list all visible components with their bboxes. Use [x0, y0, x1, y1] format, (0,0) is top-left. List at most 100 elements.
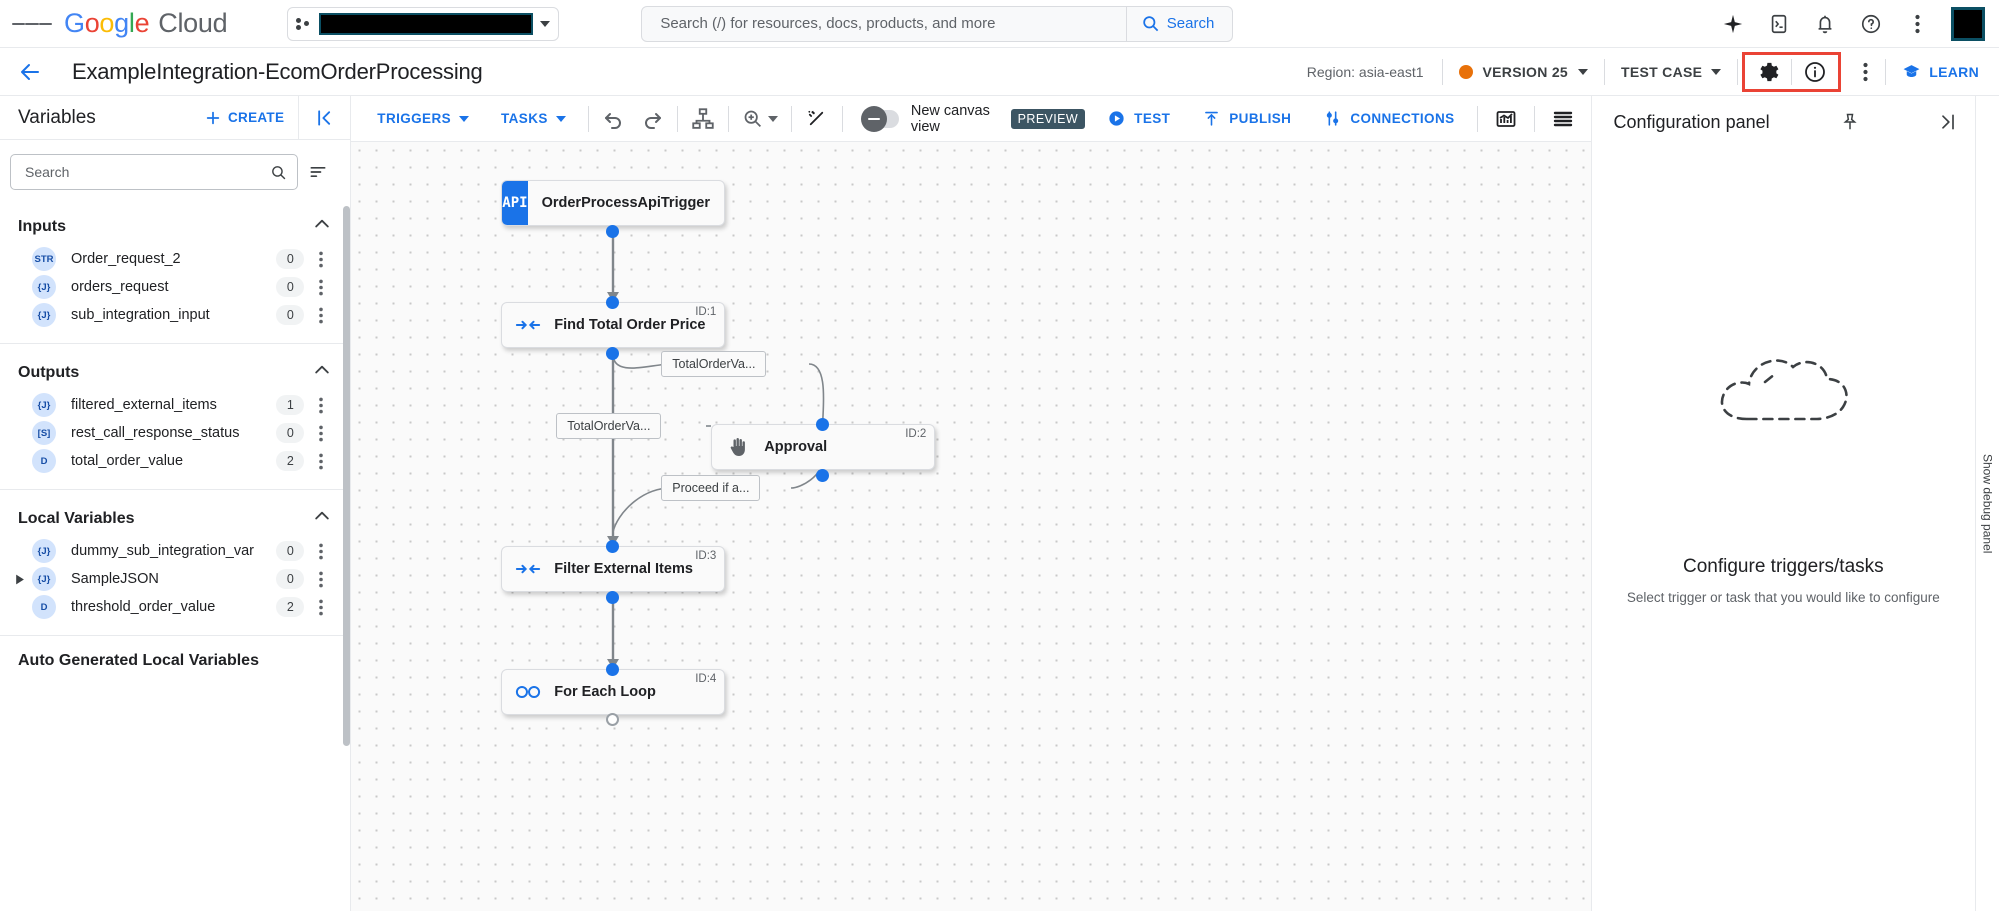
variable-more-kebab-icon[interactable] — [310, 453, 332, 470]
canvas-node-filter-external-items[interactable]: Filter External Items ID:3 — [501, 546, 726, 592]
search-button[interactable]: Search — [1125, 6, 1233, 41]
publish-label: PUBLISH — [1229, 111, 1292, 126]
gear-icon[interactable] — [1745, 52, 1791, 92]
redo-icon[interactable] — [633, 97, 671, 141]
configuration-panel-title: Configuration panel — [1613, 111, 1770, 132]
node-port[interactable] — [606, 347, 620, 360]
variable-more-kebab-icon[interactable] — [310, 425, 332, 442]
project-selector[interactable] — [287, 6, 560, 41]
variables-group-header[interactable]: Auto Generated Local Variables — [0, 646, 350, 676]
divider — [1533, 105, 1535, 132]
back-arrow-icon[interactable] — [10, 52, 50, 92]
tasks-label: TASKS — [501, 111, 548, 126]
help-question-icon[interactable] — [1851, 4, 1891, 44]
more-kebab-icon[interactable] — [1897, 4, 1937, 44]
node-port[interactable] — [606, 225, 620, 238]
publish-button[interactable]: PUBLISH — [1186, 109, 1307, 128]
variable-name: sub_integration_input — [71, 307, 210, 323]
node-port[interactable] — [606, 591, 620, 604]
analytics-chart-icon[interactable] — [1484, 97, 1528, 141]
edge-label[interactable]: TotalOrderVa... — [556, 413, 662, 439]
version-selector[interactable]: VERSION 25 — [1443, 64, 1604, 80]
pin-icon[interactable] — [1830, 102, 1870, 142]
variable-more-kebab-icon[interactable] — [310, 307, 332, 324]
edge-label[interactable]: Proceed if a... — [661, 475, 761, 501]
mapping-arrows-icon — [502, 559, 554, 579]
variables-group-header[interactable]: Inputs — [0, 208, 350, 245]
variable-more-kebab-icon[interactable] — [310, 279, 332, 296]
chevron-up-icon[interactable] — [312, 214, 332, 239]
chevron-up-icon[interactable] — [312, 506, 332, 531]
node-port[interactable] — [816, 469, 830, 482]
variable-type-chip: D — [32, 449, 56, 473]
magic-wand-icon[interactable] — [798, 97, 836, 141]
cloud-wordmark: Cloud — [158, 8, 228, 38]
learn-button[interactable]: LEARN — [1886, 62, 1999, 81]
undo-icon[interactable] — [595, 97, 633, 141]
search-input[interactable]: Search (/) for resources, docs, products… — [660, 15, 996, 32]
header-more-kebab-icon[interactable] — [1845, 52, 1885, 92]
canvas-node-for-each-loop[interactable]: For Each Loop ID:4 — [501, 669, 726, 715]
expand-triangle-icon[interactable] — [10, 574, 28, 585]
node-port[interactable] — [606, 713, 620, 726]
new-canvas-view-toggle[interactable] — [860, 105, 899, 132]
integration-canvas[interactable]: API OrderProcessApiTrigger Find Total Or… — [351, 142, 1591, 911]
configuration-panel-header: Configuration panel — [1592, 96, 1976, 148]
variables-group-header[interactable]: Outputs — [0, 354, 350, 391]
search-icon — [272, 165, 286, 179]
show-debug-panel-rail[interactable]: Show debug panel — [1975, 96, 1999, 911]
notifications-bell-icon[interactable] — [1805, 4, 1845, 44]
google-wordmark: Google — [64, 8, 150, 38]
hamburger-menu-icon[interactable] — [12, 4, 52, 44]
connections-button[interactable]: CONNECTIONS — [1307, 109, 1470, 128]
variable-type-chip: [S] — [32, 421, 56, 445]
variables-search-row: Search — [0, 140, 350, 202]
variable-more-kebab-icon[interactable] — [310, 251, 332, 268]
global-search-bar[interactable]: Search (/) for resources, docs, products… — [641, 5, 1234, 42]
variable-more-kebab-icon[interactable] — [310, 543, 332, 560]
sort-filter-icon[interactable] — [304, 162, 332, 182]
create-variable-button[interactable]: CREATE — [205, 110, 284, 126]
canvas-node-approval[interactable]: Approval ID:2 — [711, 424, 936, 470]
divider — [791, 105, 792, 132]
cloud-shell-icon[interactable] — [1759, 4, 1799, 44]
tasks-menu[interactable]: TASKS — [485, 111, 582, 126]
variable-more-kebab-icon[interactable] — [310, 397, 332, 414]
variable-name: dummy_sub_integration_var — [71, 543, 254, 559]
expand-panel-icon[interactable] — [1931, 102, 1965, 142]
chevron-up-icon[interactable] — [312, 360, 332, 385]
avatar[interactable] — [1951, 6, 1985, 41]
logs-list-icon[interactable] — [1541, 97, 1585, 141]
variable-type-chip: STR — [32, 247, 56, 271]
variable-more-kebab-icon[interactable] — [310, 571, 332, 588]
edge-label[interactable]: TotalOrderVa... — [661, 351, 767, 377]
triggers-menu[interactable]: TRIGGERS — [361, 111, 485, 126]
test-case-selector[interactable]: TEST CASE — [1605, 64, 1737, 80]
canvas-node-trigger[interactable]: API OrderProcessApiTrigger — [501, 180, 726, 226]
mapping-arrows-icon — [502, 315, 554, 335]
info-circle-icon[interactable] — [1792, 52, 1838, 92]
collapse-panel-icon[interactable] — [298, 95, 350, 140]
zoom-in-icon[interactable] — [735, 97, 785, 141]
chevron-down-icon — [1711, 68, 1722, 75]
variables-group-header[interactable]: Local Variables — [0, 500, 350, 537]
variable-more-kebab-icon[interactable] — [310, 599, 332, 616]
variables-search-input[interactable]: Search — [10, 154, 299, 190]
graduation-cap-icon — [1903, 65, 1920, 78]
toolbar-right-actions: TEST PUBLISH CONNECTIONS — [1091, 97, 1590, 141]
test-button[interactable]: TEST — [1091, 109, 1186, 128]
auto-layout-icon[interactable] — [684, 97, 722, 141]
variable-usage-count: 0 — [276, 249, 305, 269]
google-cloud-logo[interactable]: Google Cloud — [64, 8, 228, 39]
variables-scrollbar[interactable] — [343, 206, 351, 746]
gemini-spark-icon[interactable] — [1713, 4, 1753, 44]
